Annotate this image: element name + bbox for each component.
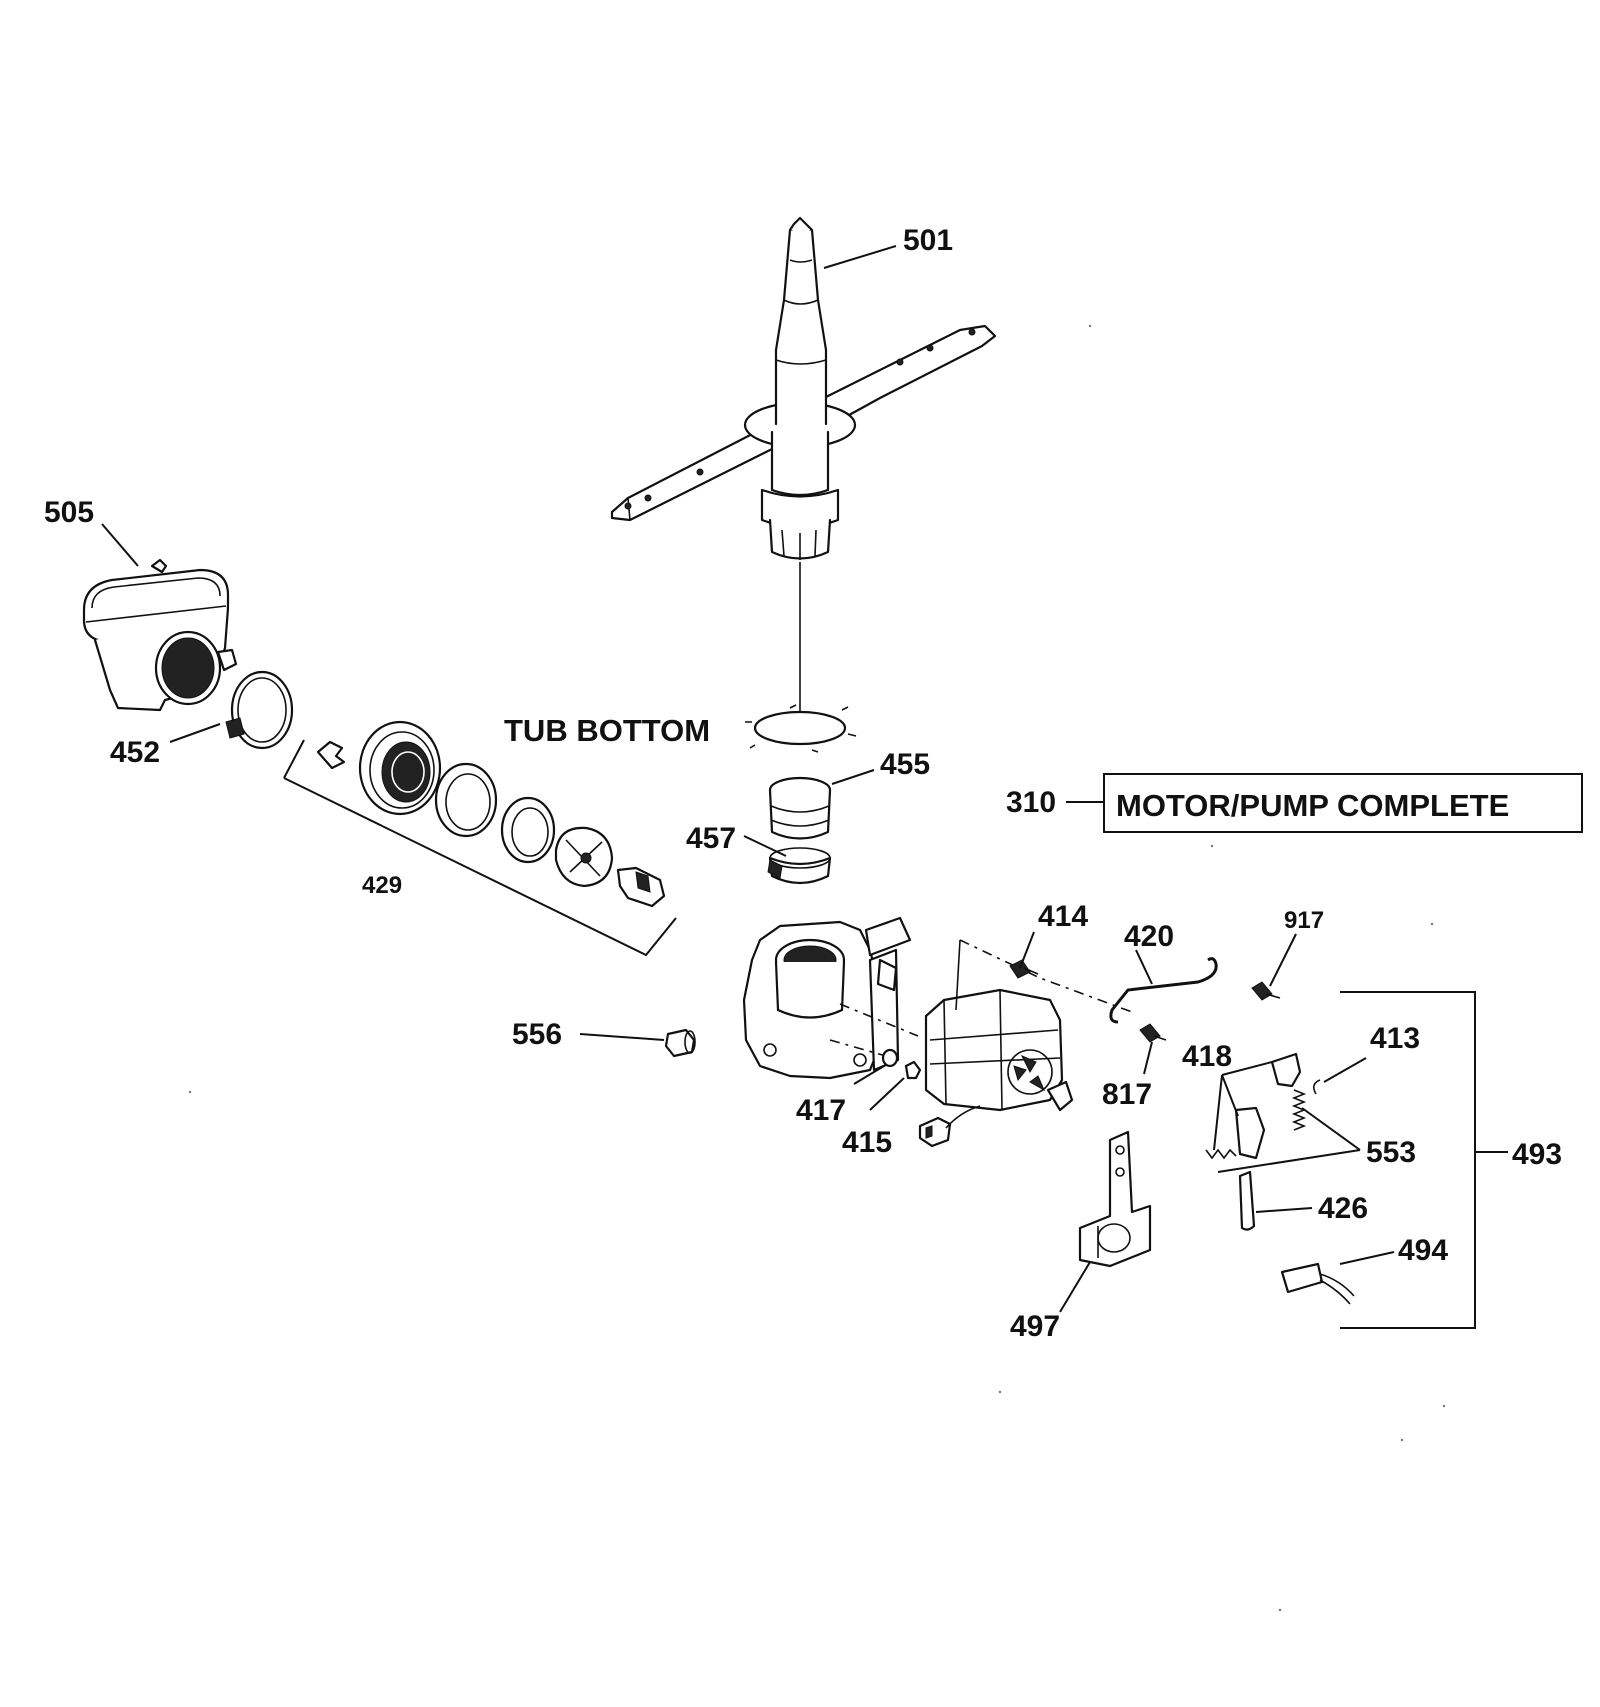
leader-417 (853, 1065, 885, 1085)
screw-414 (1009, 959, 1039, 979)
callout-413: 413 (1370, 1022, 1420, 1055)
leader-413 (1323, 1057, 1367, 1083)
callout-420: 420 (1124, 920, 1174, 953)
tub-bottom-ring (745, 704, 857, 753)
callout-917: 917 (1284, 907, 1324, 934)
pump-housing (742, 916, 912, 1080)
callout-494: 494 (1398, 1234, 1448, 1267)
callout-497: 497 (1010, 1310, 1060, 1343)
axis-motor (839, 1003, 919, 1037)
tub-bottom-label: TUB BOTTOM (504, 713, 710, 748)
leader-497 (1059, 1261, 1091, 1313)
solenoid-parts-493 (1205, 1052, 1355, 1305)
callout-505: 505 (44, 496, 94, 529)
leader-452 (169, 723, 221, 743)
leader-917 (1269, 933, 1297, 987)
clamp-457 (767, 847, 832, 885)
leader-418 (1213, 1061, 1273, 1151)
rod-420 (1109, 957, 1218, 1024)
callout-310: 310 (1006, 786, 1056, 819)
plug-556 (664, 1028, 696, 1058)
callout-493: 493 (1512, 1138, 1562, 1171)
axis-vertical (955, 939, 961, 1011)
callout-426: 426 (1318, 1192, 1368, 1225)
sump-housing-505 (82, 558, 238, 712)
callout-817: 817 (1102, 1078, 1152, 1111)
callout-455: 455 (880, 748, 930, 781)
motor (918, 988, 1074, 1148)
screw-917 (1251, 981, 1281, 1001)
callout-452: 452 (110, 736, 160, 769)
leader-553 (1217, 1107, 1361, 1173)
callout-415: 415 (842, 1126, 892, 1159)
callout-429: 429 (362, 872, 402, 899)
leader-457 (743, 835, 787, 857)
leader-556 (579, 1033, 665, 1041)
callout-553: 553 (1366, 1136, 1416, 1169)
leader-494 (1339, 1251, 1395, 1265)
screw-817 (1139, 1023, 1167, 1043)
axis-414 (959, 939, 1133, 1013)
leader-455 (831, 769, 875, 785)
leader-505 (101, 523, 139, 567)
callout-457: 457 (686, 822, 736, 855)
spray-arm-assembly (610, 216, 997, 560)
nut-415 (904, 1060, 922, 1080)
scan-specks (188, 324, 1446, 1612)
callout-418: 418 (1182, 1040, 1232, 1073)
leader-420 (1135, 949, 1153, 985)
motor-pump-complete-label: MOTOR/PUMP COMPLETE (1116, 788, 1509, 823)
callout-501: 501 (903, 224, 953, 257)
washer-417 (881, 1048, 899, 1068)
bracket-429 (283, 739, 677, 957)
bracket-493 (1340, 991, 1508, 1329)
clamp-452 (225, 670, 294, 750)
callout-414: 414 (1038, 900, 1088, 933)
callout-417: 417 (796, 1094, 846, 1127)
leader-414 (1019, 931, 1035, 969)
seal-455 (768, 776, 832, 840)
callout-556: 556 (512, 1018, 562, 1051)
bracket-497 (1078, 1130, 1152, 1268)
leader-415 (869, 1077, 905, 1111)
leader-426 (1255, 1207, 1313, 1213)
leader-817 (1143, 1041, 1153, 1075)
leader-501 (823, 245, 897, 269)
filter-assembly-429 (316, 720, 666, 908)
